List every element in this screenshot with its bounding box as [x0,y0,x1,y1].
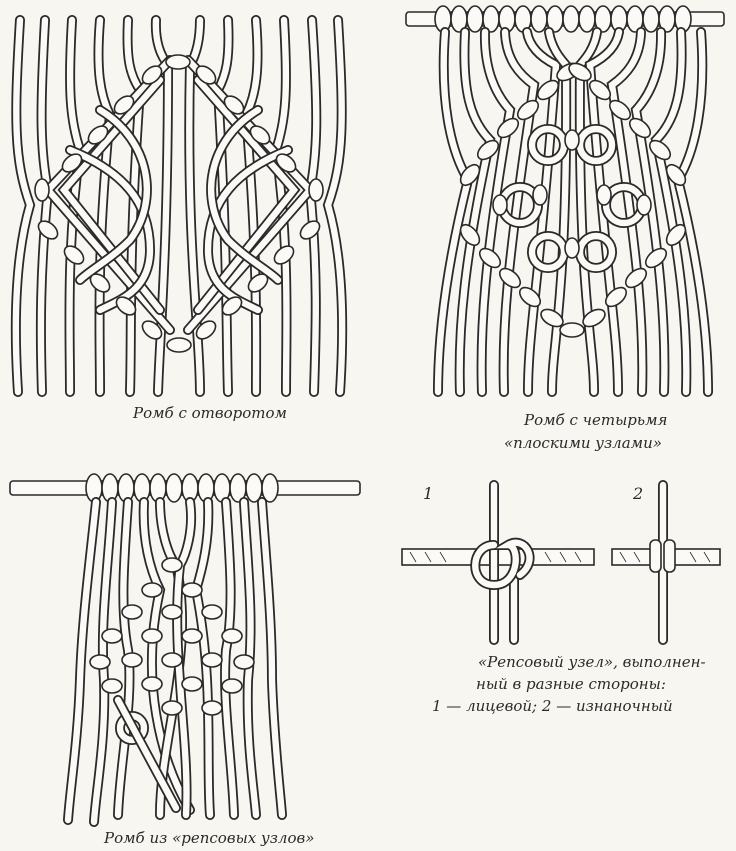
figure-rhombus-reps-knots [9,473,361,827]
caption-rhombus-four-line2: «плоскими узлами» [504,434,662,452]
caption-reps-line2: ный в разные стороны: [476,675,666,693]
label-fig1: 1 [423,484,434,503]
figure-rhombus-four-flat-knots [405,5,725,397]
figure-rhombus-lapel [10,15,348,397]
figure-reps-knot-reverse [611,480,721,645]
label-fig2: 2 [633,484,644,503]
figure-reps-knot-face [401,480,595,645]
caption-rhombus-four-line1: Ромб с четырьмя [524,411,668,429]
caption-rhombus-reps: Ромб из «репсовых узлов» [104,829,315,847]
caption-rhombus-lapel: Ромб с отворотом [133,404,287,422]
caption-reps-line1: «Репсовый узел», выполнен- [478,653,706,671]
caption-reps-line3: 1 — лицевой; 2 — изнаночный [432,697,673,715]
